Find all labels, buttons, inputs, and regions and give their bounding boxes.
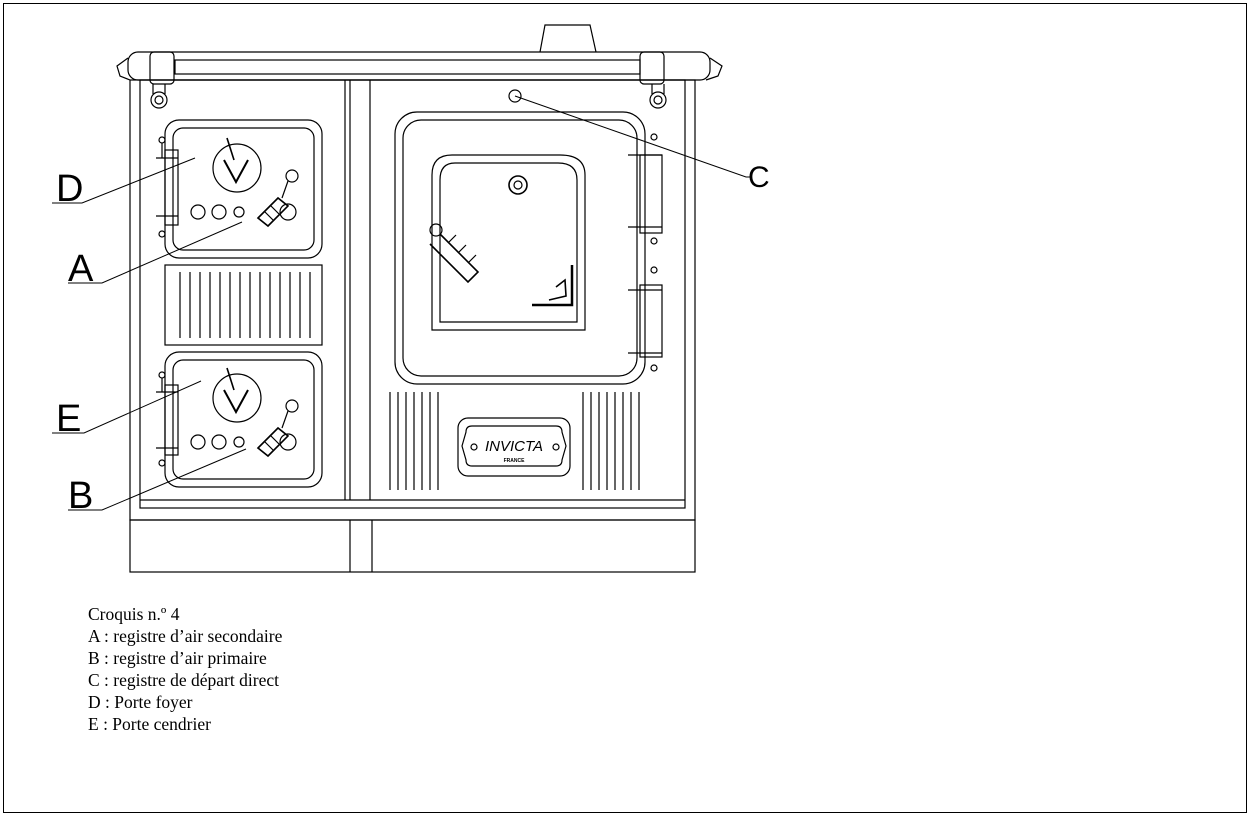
brand-country: FRANCE xyxy=(504,458,525,464)
legend-item-e: E : Porte cendrier xyxy=(88,714,211,734)
stove-body xyxy=(129,79,696,573)
firebox-door-d xyxy=(156,119,323,259)
legend-item-c: C : registre de départ direct xyxy=(88,670,279,690)
leader-e xyxy=(52,380,202,434)
legend-item-b: B : registre d’air primaire xyxy=(88,648,267,668)
callout-c: C xyxy=(748,161,770,194)
leader-d xyxy=(52,157,196,204)
legend-title: Croquis n.º 4 xyxy=(88,604,180,624)
callout-d: D xyxy=(56,168,83,210)
callouts: D A E B C xyxy=(56,161,770,517)
leader-c xyxy=(514,95,750,178)
leader-b xyxy=(68,448,247,511)
figure-frame xyxy=(3,3,1247,813)
legend-item-a: A : registre d’air secondaire xyxy=(88,626,283,646)
brand-name: INVICTA xyxy=(485,438,543,455)
ashpan-door-e xyxy=(156,351,323,488)
callout-a: A xyxy=(68,248,94,290)
legend: Croquis n.º 4 A : registre d’air seconda… xyxy=(88,603,282,735)
lower-louvres xyxy=(389,392,640,490)
middle-louvres xyxy=(164,264,323,346)
callout-e: E xyxy=(56,398,81,440)
callout-b: B xyxy=(68,475,93,517)
leader-lines xyxy=(52,95,750,511)
leader-a xyxy=(68,221,243,284)
oven-door xyxy=(394,89,663,385)
brand-plate: INVICTA FRANCE xyxy=(457,417,571,477)
legend-item-d: D : Porte foyer xyxy=(88,692,193,712)
top-towel-rail xyxy=(116,24,723,109)
